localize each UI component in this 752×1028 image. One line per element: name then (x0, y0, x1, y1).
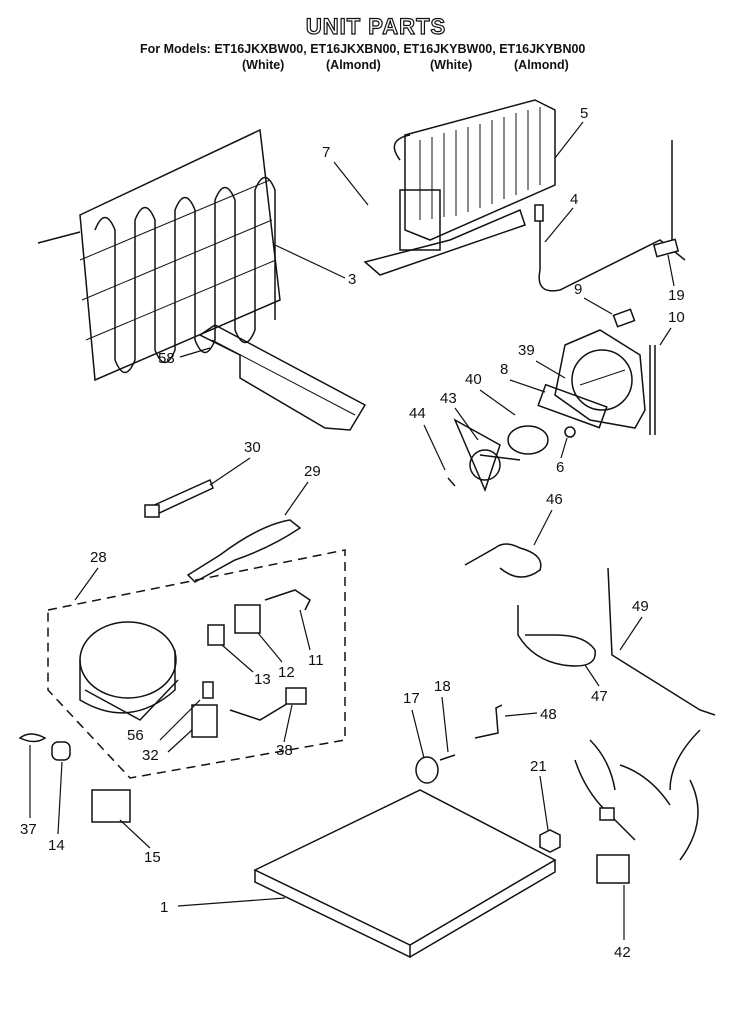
callout-46: 46 (546, 491, 563, 508)
condenser-coil-part (37, 128, 281, 382)
clip-37-part (18, 733, 47, 743)
models-prefix: For Models: (140, 42, 211, 56)
callout-39: 39 (518, 342, 535, 359)
fan-motor-part (447, 383, 608, 493)
callout-56: 56 (127, 727, 144, 744)
defrost-wire-part (538, 140, 686, 292)
model-number-3: ET16JKYBW00, (403, 42, 496, 56)
callout-labels: 7 5 4 3 9 19 10 58 39 40 8 43 44 6 30 29… (20, 105, 685, 961)
callout-15: 15 (144, 849, 161, 866)
compressor-part (79, 621, 179, 721)
callout-1: 1 (160, 899, 168, 916)
relay-12-part (234, 604, 261, 634)
connector-38-part (285, 687, 307, 705)
finish-label-2: (Almond) (326, 58, 381, 72)
callout-37: 37 (20, 821, 37, 838)
connector-9-part (612, 308, 636, 328)
models-line: For Models: ET16JKXBW00, ET16JKXBN00, ET… (140, 42, 585, 56)
nut-21-part (539, 829, 561, 853)
screw-56-part (202, 681, 214, 699)
fan-shroud-part (554, 329, 656, 435)
callout-12: 12 (278, 664, 295, 681)
finish-label-4: (Almond) (514, 58, 569, 72)
base-part (253, 789, 557, 959)
callout-28: 28 (90, 549, 107, 566)
callout-4: 4 (570, 191, 578, 208)
callout-18: 18 (434, 678, 451, 695)
callout-58: 58 (158, 350, 175, 367)
callout-48: 48 (540, 706, 557, 723)
finish-label-1: (White) (242, 58, 285, 72)
leader-lines (29, 121, 675, 940)
model-number-1: ET16JKXBW00, (214, 42, 307, 56)
tube-46-part (464, 543, 542, 578)
callout-10: 10 (668, 309, 685, 326)
callout-47: 47 (591, 688, 608, 705)
callout-7: 7 (322, 144, 330, 161)
callout-13: 13 (254, 671, 271, 688)
callout-43: 43 (440, 390, 457, 407)
callout-29: 29 (304, 463, 321, 480)
callout-19: 19 (668, 287, 685, 304)
connector-19-part (652, 238, 680, 258)
overload-13-part (207, 624, 225, 646)
callout-9: 9 (574, 281, 582, 298)
tube-48-part (474, 704, 503, 739)
callout-6: 6 (556, 459, 564, 476)
finish-label-3: (White) (430, 58, 473, 72)
capacitor-32-part (191, 704, 218, 738)
wire-harness-part (574, 729, 701, 884)
wire-11-part (264, 589, 311, 611)
callout-49: 49 (632, 598, 649, 615)
callout-3: 3 (348, 271, 356, 288)
tube-49-part (607, 567, 716, 716)
grommet-14-part (51, 741, 71, 761)
callout-21: 21 (530, 758, 547, 775)
model-number-2: ET16JKXBN00, (310, 42, 400, 56)
drain-pan-part (198, 324, 367, 431)
callout-8: 8 (500, 361, 508, 378)
grommet-17-part (415, 756, 439, 784)
callout-5: 5 (580, 105, 588, 122)
thermostat-part (144, 478, 214, 518)
starter-15-part (91, 789, 131, 823)
callout-40: 40 (465, 371, 482, 388)
callout-30: 30 (244, 439, 261, 456)
screw-18-part (439, 754, 456, 761)
compressor-group-box (47, 549, 346, 779)
callout-17: 17 (403, 690, 420, 707)
callout-11: 11 (308, 652, 324, 669)
callout-44: 44 (409, 405, 426, 422)
callout-42: 42 (614, 944, 631, 961)
page-title: UNIT PARTS (305, 13, 447, 39)
evaporator-assembly-part (363, 99, 556, 276)
tube-47-part (517, 605, 596, 667)
model-number-4: ET16JKYBN00 (499, 42, 586, 56)
callout-38: 38 (276, 742, 293, 759)
filter-drier-part (186, 519, 302, 583)
callout-32: 32 (142, 747, 159, 764)
callout-14: 14 (48, 837, 65, 854)
wire-connector-part (534, 204, 544, 222)
